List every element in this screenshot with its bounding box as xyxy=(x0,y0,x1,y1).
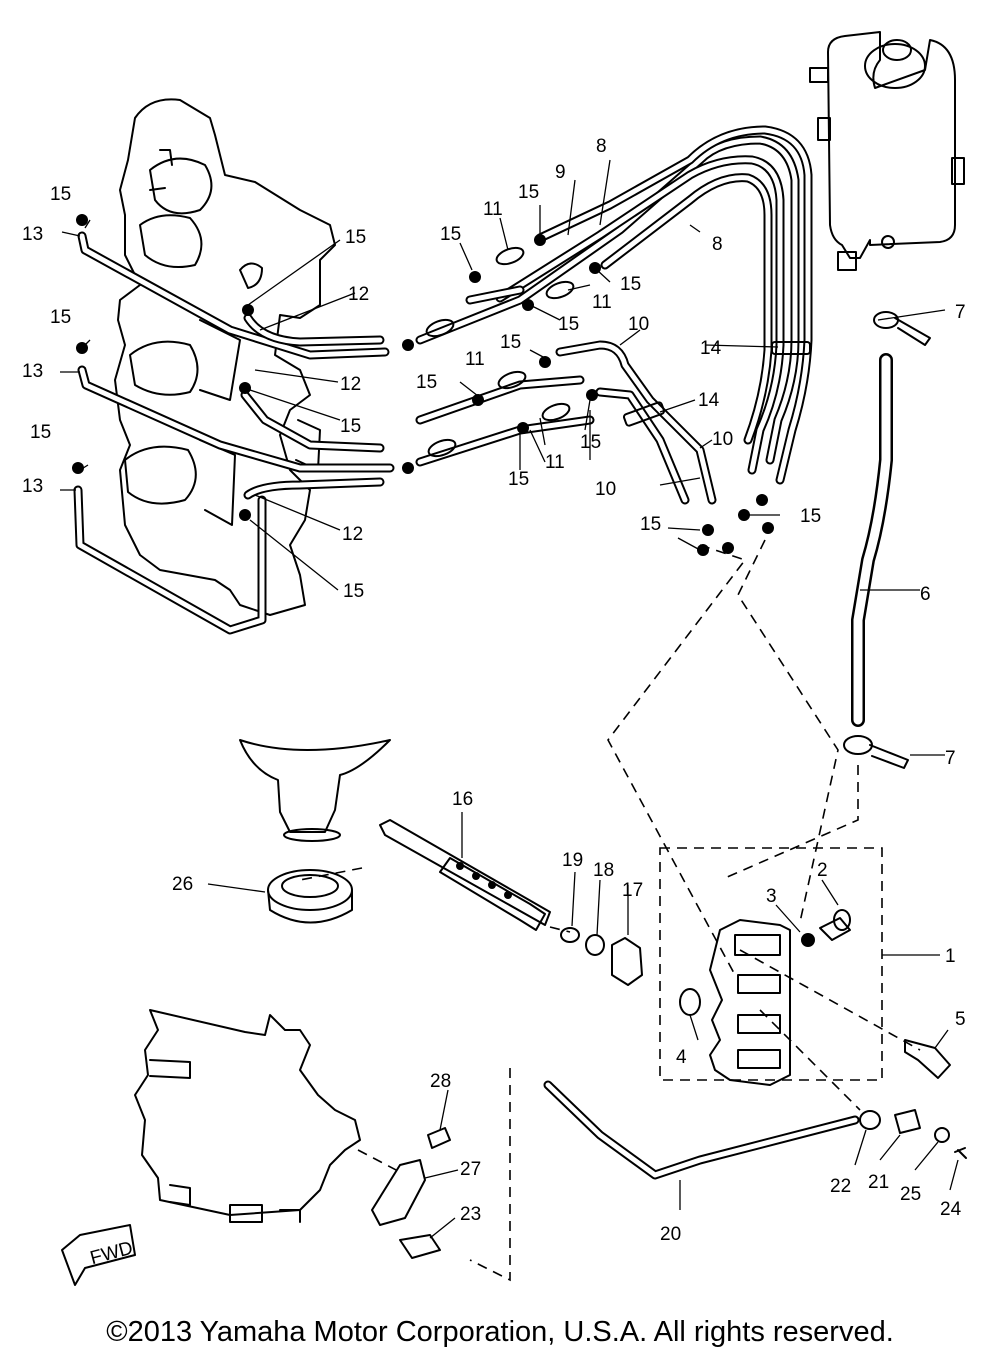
hose-6 xyxy=(843,311,931,769)
fittings xyxy=(859,1109,967,1159)
copyright-notice: ©2013 Yamaha Motor Corporation, U.S.A. A… xyxy=(106,1316,894,1348)
label-9: 9 xyxy=(555,162,566,183)
label-18: 18 xyxy=(593,860,614,881)
label-15: 15 xyxy=(640,514,661,535)
label-11: 11 xyxy=(592,292,612,313)
crankcase xyxy=(134,1009,361,1223)
fwd-label: FWD xyxy=(88,1238,135,1269)
label-12: 12 xyxy=(348,284,369,305)
label-22: 22 xyxy=(830,1176,851,1197)
label-15: 15 xyxy=(440,224,461,245)
label-15: 15 xyxy=(558,314,579,335)
pump-shaft xyxy=(379,819,551,931)
oil-hoses xyxy=(73,125,813,635)
label-3: 3 xyxy=(766,886,777,907)
label-7: 7 xyxy=(945,748,956,769)
label-15: 15 xyxy=(620,274,641,295)
label-21: 21 xyxy=(868,1172,889,1193)
hose-20 xyxy=(543,1080,860,1180)
label-13: 13 xyxy=(22,476,43,497)
label-19: 19 xyxy=(562,850,583,871)
label-15: 15 xyxy=(340,416,361,437)
driven-gear-parts xyxy=(371,1127,451,1259)
label-10: 10 xyxy=(712,429,733,450)
label-11: 11 xyxy=(545,452,565,473)
label-20: 20 xyxy=(660,1224,681,1245)
label-4: 4 xyxy=(676,1047,687,1068)
label-15: 15 xyxy=(800,506,821,527)
label-15: 15 xyxy=(50,184,71,205)
label-26: 26 xyxy=(172,874,193,895)
label-24: 24 xyxy=(940,1199,962,1220)
gear-housing xyxy=(239,739,391,924)
part-labels: 15 13 15 13 15 13 15 12 12 15 12 15 15 1… xyxy=(22,136,966,1245)
label-10: 10 xyxy=(628,314,649,335)
oil-pump xyxy=(709,909,851,1086)
label-6: 6 xyxy=(920,584,931,605)
label-15: 15 xyxy=(518,182,539,203)
label-15: 15 xyxy=(500,332,521,353)
label-27: 27 xyxy=(460,1159,481,1180)
label-13: 13 xyxy=(22,224,43,245)
label-15: 15 xyxy=(345,227,366,248)
label-5: 5 xyxy=(955,1009,966,1030)
label-23: 23 xyxy=(460,1204,481,1225)
label-15: 15 xyxy=(416,372,437,393)
fwd-arrow: FWD xyxy=(61,1224,136,1286)
label-7: 7 xyxy=(955,302,966,323)
label-14: 14 xyxy=(698,390,720,411)
label-2: 2 xyxy=(817,860,828,881)
seals xyxy=(560,927,701,1016)
hose-clips xyxy=(72,214,774,556)
label-11: 11 xyxy=(465,349,485,370)
label-14: 14 xyxy=(700,338,722,359)
parts-diagram: FWD 15 13 15 13 15 13 15 12 12 15 12 15 … xyxy=(22,31,967,1286)
label-12: 12 xyxy=(342,524,363,545)
label-15: 15 xyxy=(580,432,601,453)
label-25: 25 xyxy=(900,1184,921,1205)
oil-tank xyxy=(809,31,965,271)
label-15: 15 xyxy=(508,469,529,490)
label-11: 11 xyxy=(483,199,503,220)
label-10: 10 xyxy=(595,479,616,500)
label-15: 15 xyxy=(30,422,51,443)
label-13: 13 xyxy=(22,361,43,382)
label-15: 15 xyxy=(343,581,364,602)
label-8: 8 xyxy=(712,234,723,255)
label-12: 12 xyxy=(340,374,361,395)
label-15: 15 xyxy=(50,307,71,328)
guide-lines xyxy=(299,539,921,1282)
label-28: 28 xyxy=(430,1071,451,1092)
leader-lines xyxy=(60,159,959,1239)
label-1: 1 xyxy=(945,946,956,967)
hose-clamps xyxy=(622,341,811,427)
label-16: 16 xyxy=(452,789,473,810)
label-17: 17 xyxy=(622,880,643,901)
label-8: 8 xyxy=(596,136,607,157)
